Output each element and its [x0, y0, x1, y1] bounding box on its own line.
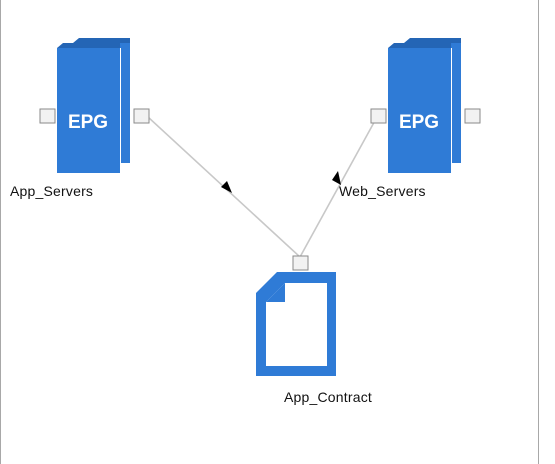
canvas-right-border	[538, 0, 539, 464]
canvas-left-border	[0, 0, 1, 464]
app-servers-right-port[interactable]	[133, 108, 150, 124]
app-servers-left-port[interactable]	[39, 108, 56, 124]
epg-node-app-servers[interactable]: EPG	[39, 38, 150, 173]
contract-label-app-contract: App_Contract	[284, 389, 373, 405]
web-servers-right-port[interactable]	[464, 108, 481, 124]
epg-label-app-servers: App_Servers	[10, 183, 94, 199]
epg-server-icon: EPG	[388, 38, 461, 173]
document-icon	[256, 272, 336, 376]
edge-app-contract-to-web-servers[interactable]	[299, 116, 378, 258]
epg-server-icon: EPG	[57, 38, 130, 173]
edge-arrowhead-icon	[221, 181, 232, 193]
app-contract-top-port[interactable]	[292, 255, 309, 271]
contract-node-app-contract[interactable]	[256, 255, 336, 376]
epg-node-web-servers[interactable]: EPG	[370, 38, 481, 173]
edge-arrowhead-icon	[332, 171, 341, 185]
web-servers-left-port[interactable]	[370, 108, 387, 124]
epg-label-web-servers: Web_Servers	[339, 183, 426, 199]
epg-icon-text: EPG	[68, 112, 108, 133]
epg-icon-text: EPG	[399, 112, 439, 133]
